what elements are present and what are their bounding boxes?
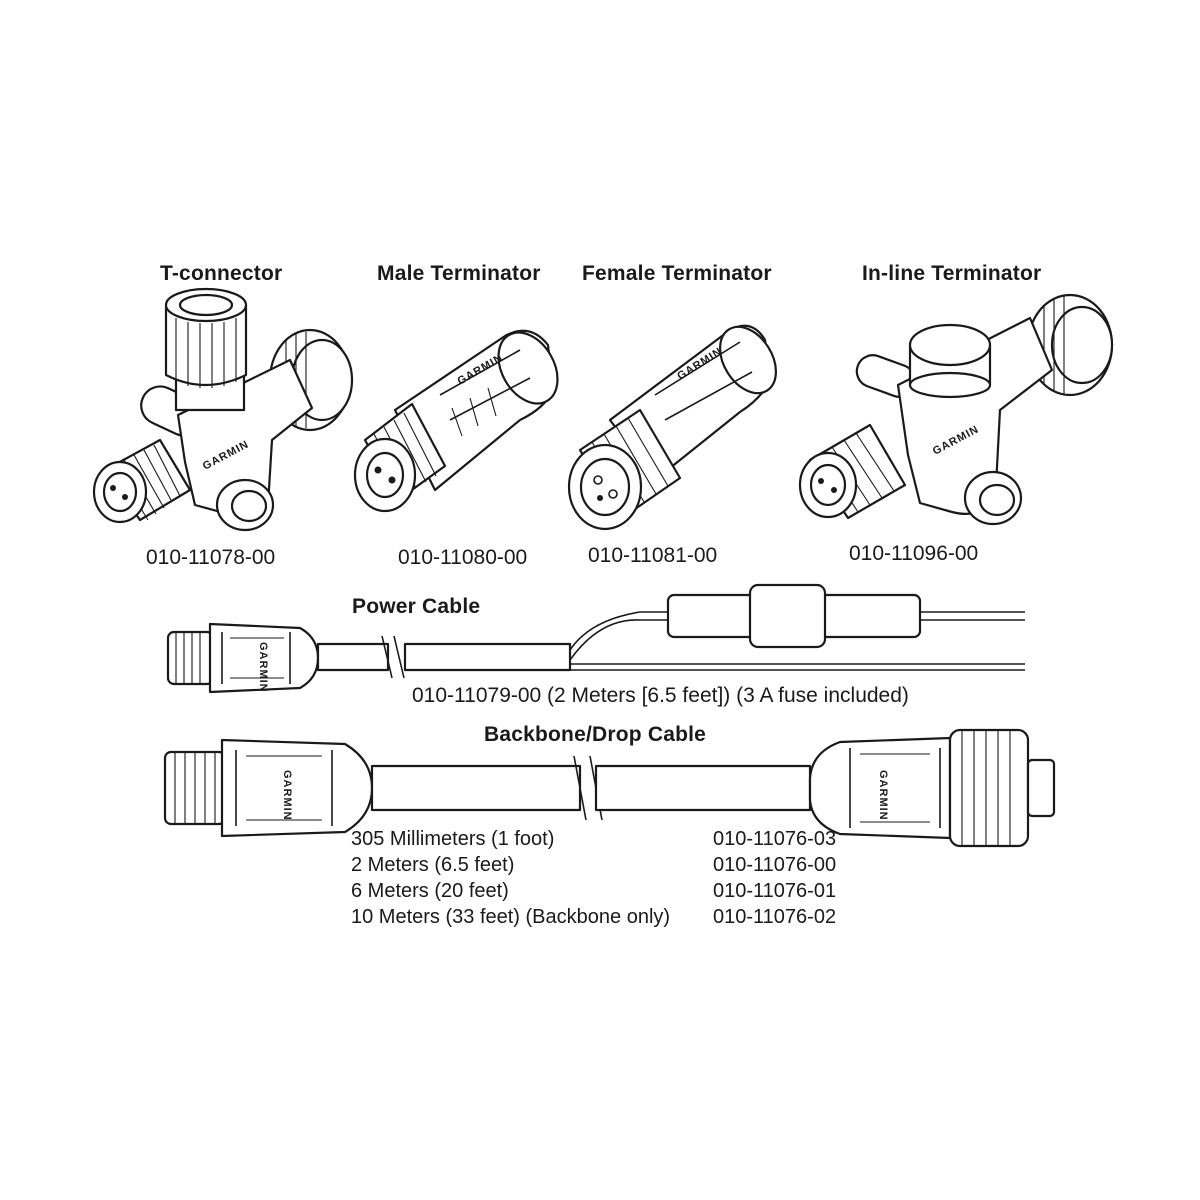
cable-length: 305 Millimeters (1 foot): [351, 828, 555, 850]
inline-terminator-title: In-line Terminator: [862, 262, 1042, 285]
svg-text:GARMIN: GARMIN: [281, 770, 293, 821]
female-terminator-drawing: GARMIN: [567, 324, 777, 531]
power-cable-description: 010-11079-00 (2 Meters [6.5 feet]) (3 A …: [412, 684, 909, 707]
cable-length: 10 Meters (33 feet) (Backbone only): [351, 906, 671, 928]
power-cable-title: Power Cable: [352, 595, 481, 618]
cable-part-number: 010-11076-02: [713, 906, 837, 928]
t-connector-drawing: GARMIN: [92, 287, 354, 532]
inline-terminator-part: 010-11096-00: [849, 542, 979, 565]
svg-text:GARMIN: GARMIN: [877, 770, 889, 821]
cable-length-list: 305 Millimeters (1 foot) 2 Meters (6.5 f…: [351, 826, 670, 930]
cable-part-number: 010-11076-01: [713, 880, 837, 902]
backbone-cable-title: Backbone/Drop Cable: [484, 723, 707, 746]
female-terminator-title: Female Terminator: [582, 262, 772, 285]
cable-part-number: 010-11076-03: [713, 828, 837, 850]
power-cable-drawing: GARMIN: [166, 583, 1025, 694]
t-connector-title: T-connector: [160, 262, 283, 285]
cable-length: 2 Meters (6.5 feet): [351, 854, 515, 876]
male-terminator-part: 010-11080-00: [398, 546, 528, 569]
svg-text:GARMIN: GARMIN: [257, 642, 269, 693]
male-terminator-drawing: GARMIN: [353, 329, 559, 513]
cable-length: 6 Meters (20 feet): [351, 880, 509, 902]
cable-part-list: 010-11076-03 010-11076-00 010-11076-01 0…: [713, 826, 836, 930]
t-connector-part: 010-11078-00: [146, 546, 276, 569]
cable-part-number: 010-11076-00: [713, 854, 837, 876]
backbone-cable-drawing: GARMIN GARMIN: [163, 728, 1056, 848]
male-terminator-title: Male Terminator: [377, 262, 541, 285]
female-terminator-part: 010-11081-00: [588, 544, 718, 567]
inline-terminator-drawing: GARMIN: [798, 293, 1114, 526]
